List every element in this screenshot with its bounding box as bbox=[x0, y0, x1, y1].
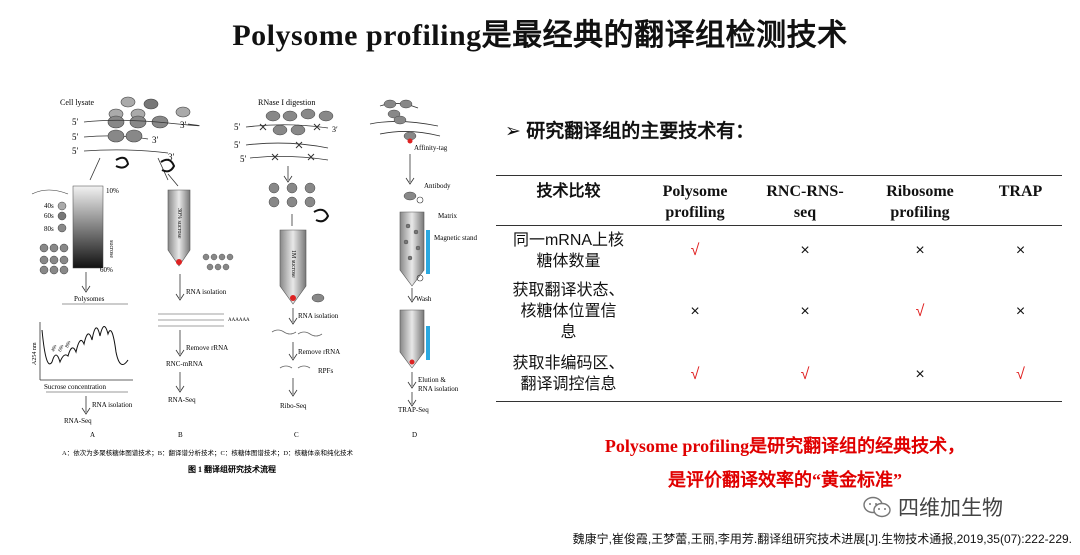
svg-text:60%: 60% bbox=[100, 266, 113, 274]
table-cell-mark: × bbox=[915, 242, 925, 260]
svg-text:5′: 5′ bbox=[72, 117, 79, 127]
rnase-cuts bbox=[259, 123, 321, 161]
svg-text:RNA-Seq: RNA-Seq bbox=[168, 396, 196, 404]
tube-d bbox=[399, 211, 425, 287]
svg-text:3′: 3′ bbox=[332, 125, 338, 134]
figure-legend: A：依次为多聚核糖体图谱技术；B：翻译谱分析技术；C：核糖体图谱技术；D：核糖体… bbox=[62, 448, 354, 457]
tube-c bbox=[279, 229, 307, 305]
tube-b bbox=[167, 189, 191, 267]
svg-text:RNA isolation: RNA isolation bbox=[186, 288, 227, 296]
tube-d2 bbox=[399, 309, 425, 369]
svg-text:60s: 60s bbox=[58, 344, 65, 352]
svg-text:A254 nm: A254 nm bbox=[32, 342, 38, 365]
svg-text:RNase I digestion: RNase I digestion bbox=[258, 98, 315, 107]
svg-text:5′: 5′ bbox=[240, 154, 247, 164]
row-label: 同一mRNA上核糖体数量 bbox=[512, 231, 625, 270]
table-cell-mark: √ bbox=[690, 242, 700, 260]
svg-text:RPFs: RPFs bbox=[318, 367, 333, 375]
svg-text:C: C bbox=[294, 431, 299, 439]
table-cell-mark: √ bbox=[915, 303, 925, 320]
wechat-icon bbox=[863, 496, 891, 518]
workflow-diagram: Cell lysate 5′ 3′ 5′ 3′ 5′ 3′ 10% 60% su… bbox=[31, 96, 477, 474]
table-cell-mark: √ bbox=[979, 347, 1062, 402]
svg-text:60s: 60s bbox=[44, 212, 54, 220]
svg-text:TRAP-Seq: TRAP-Seq bbox=[398, 406, 429, 414]
svg-text:RNA isolation: RNA isolation bbox=[418, 385, 459, 393]
table-row: 同一mRNA上核糖体数量 √ × × × bbox=[496, 226, 1062, 276]
svg-text:5′: 5′ bbox=[72, 132, 79, 142]
svg-text:sucrose: sucrose bbox=[108, 240, 114, 258]
table-cell-mark: × bbox=[690, 303, 700, 320]
svg-text:RNA isolation: RNA isolation bbox=[298, 312, 339, 320]
svg-text:80s: 80s bbox=[65, 340, 72, 348]
svg-text:D: D bbox=[412, 431, 417, 439]
bullet-heading: ➢ 研究翻译组的主要技术有： bbox=[505, 121, 755, 142]
reference-citation: 魏康宁,崔俊霞,王梦蕾,王丽,李用芳.翻译组研究技术进展[J].生物技术通报,2… bbox=[572, 532, 1072, 546]
svg-text:Elution &: Elution & bbox=[418, 376, 446, 384]
svg-text:AAAAAA: AAAAAA bbox=[228, 318, 250, 323]
header-cell: RNC-RNS-seq bbox=[749, 175, 861, 226]
ribosome-cluster-a bbox=[107, 96, 191, 129]
table-cell-mark: × bbox=[1015, 303, 1026, 320]
watermark: 四维加生物 bbox=[862, 492, 1003, 522]
table-cell-mark: × bbox=[800, 242, 810, 260]
cell-lysate-label: Cell lysate bbox=[60, 98, 94, 107]
svg-text:3′: 3′ bbox=[152, 135, 159, 145]
svg-text:30% sucrose: 30% sucrose bbox=[176, 208, 182, 239]
table-cell-mark: √ bbox=[749, 347, 861, 402]
conclusion-line-2: 是评价翻译效率的“黄金标准” bbox=[668, 470, 902, 490]
a254-trace bbox=[41, 326, 129, 365]
table-cell-mark: × bbox=[861, 347, 979, 402]
table-cell-mark: × bbox=[800, 303, 810, 320]
table-cell-mark: × bbox=[1015, 242, 1026, 260]
slide-title: Polysome profiling是最经典的翻译组检测技术 bbox=[232, 19, 848, 52]
svg-text:Matrix: Matrix bbox=[438, 212, 458, 220]
row-label: 获取翻译状态、核糖体位置信息 bbox=[512, 282, 625, 341]
workflow-figure: Cell lysate 5′ 3′ 5′ 3′ 5′ 3′ 10% 60% su… bbox=[28, 90, 488, 485]
polysome-dots bbox=[39, 243, 69, 275]
svg-text:B: B bbox=[178, 431, 183, 439]
row-label: 获取非编码区、翻译调控信息 bbox=[496, 347, 641, 402]
svg-text:RNC-mRNA: RNC-mRNA bbox=[166, 360, 203, 368]
conclusion-line-1: Polysome profiling是研究翻译组的经典技术， bbox=[604, 436, 966, 456]
svg-text:40s: 40s bbox=[51, 344, 58, 352]
svg-text:Polysomes: Polysomes bbox=[74, 295, 105, 303]
svg-text:Remove rRNA: Remove rRNA bbox=[298, 348, 340, 356]
svg-text:40s: 40s bbox=[44, 202, 54, 210]
svg-text:A: A bbox=[90, 431, 95, 439]
svg-text:Wash: Wash bbox=[416, 295, 432, 303]
table-cell-mark: √ bbox=[641, 347, 749, 402]
svg-text:10%: 10% bbox=[106, 187, 119, 195]
svg-text:Sucrose concentration: Sucrose concentration bbox=[44, 383, 107, 391]
svg-text:1M sucrose: 1M sucrose bbox=[290, 250, 296, 278]
svg-text:RNA-Seq: RNA-Seq bbox=[64, 417, 92, 425]
header-cell: 技术比较 bbox=[496, 175, 641, 226]
watermark-text: 四维加生物 bbox=[898, 496, 1003, 520]
svg-text:5′: 5′ bbox=[234, 140, 241, 150]
svg-text:80s: 80s bbox=[44, 225, 54, 233]
svg-text:Antibody: Antibody bbox=[424, 182, 451, 190]
header-cell: TRAP bbox=[979, 175, 1062, 226]
svg-text:RNA isolation: RNA isolation bbox=[92, 401, 133, 409]
table-row: 获取翻译状态、核糖体位置信息 × × √ × bbox=[496, 276, 1062, 348]
svg-text:3′: 3′ bbox=[168, 152, 175, 162]
svg-text:5′: 5′ bbox=[234, 122, 241, 132]
svg-text:5′: 5′ bbox=[72, 146, 79, 156]
svg-text:Ribo-Seq: Ribo-Seq bbox=[280, 402, 307, 410]
svg-text:Magnetic stand: Magnetic stand bbox=[434, 234, 477, 242]
svg-text:3′: 3′ bbox=[180, 120, 187, 130]
sucrose-gradient-bar bbox=[72, 185, 104, 269]
table-row: 获取非编码区、翻译调控信息 √ √ × √ bbox=[496, 347, 1062, 402]
svg-text:Remove rRNA: Remove rRNA bbox=[186, 344, 228, 352]
svg-text:Affinity-tag: Affinity-tag bbox=[414, 144, 448, 152]
figure-caption: 图 1 翻译组研究技术流程 bbox=[188, 464, 276, 474]
